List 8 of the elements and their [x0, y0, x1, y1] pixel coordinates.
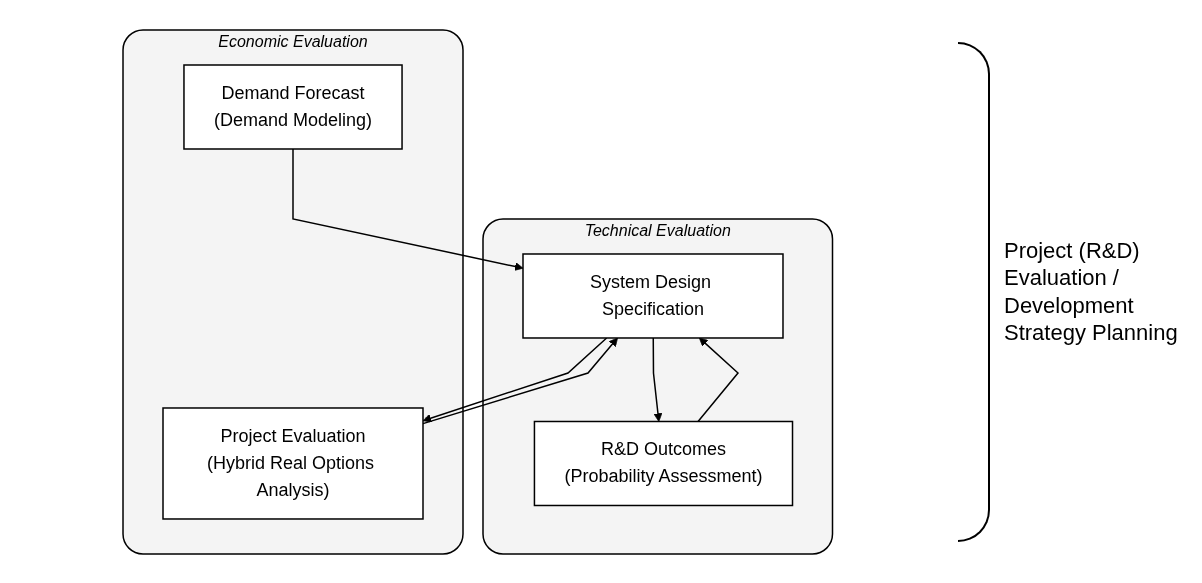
node-box: Demand Forecast (Demand Modeling) [183, 63, 403, 150]
arrow [292, 147, 524, 271]
node-box: System Design Specification [522, 252, 784, 339]
bracket-label: Project (R&D) Evaluation / Development Strategy Planning [958, 41, 1194, 542]
node-box: Project Evaluation (Hybrid Real Options Analysis) [162, 406, 424, 520]
arrow [652, 336, 663, 422]
arrow [697, 337, 740, 422]
node-box: R&D Outcomes (Probability Assessment) [533, 420, 794, 506]
